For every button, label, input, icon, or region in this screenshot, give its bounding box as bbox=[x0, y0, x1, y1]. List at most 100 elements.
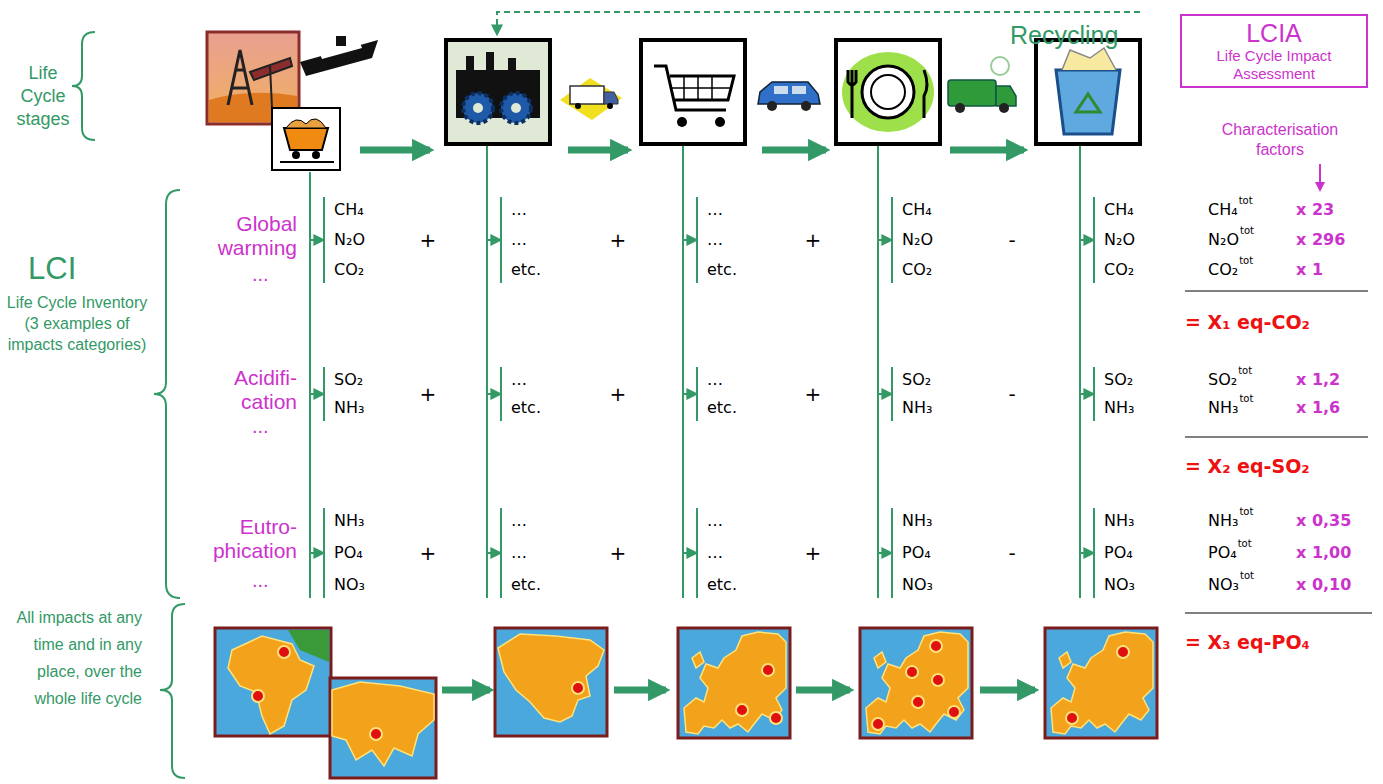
inventory-line bbox=[1093, 367, 1095, 421]
emission: NO₃ bbox=[1104, 575, 1135, 594]
operator: + bbox=[805, 541, 822, 565]
operator: + bbox=[420, 541, 437, 565]
characterisation-factor: x 1,00 bbox=[1296, 543, 1351, 562]
emission: … bbox=[511, 370, 527, 389]
superscript: tot bbox=[1239, 393, 1253, 405]
result: = X₃ eq-PO₄ bbox=[1185, 631, 1310, 654]
map-north-america bbox=[495, 628, 607, 736]
inventory-line bbox=[487, 552, 500, 554]
inventory-line bbox=[323, 508, 325, 598]
characterisation-factor: x 296 bbox=[1296, 230, 1345, 249]
substance: CH₄ bbox=[1208, 200, 1238, 219]
operator: + bbox=[805, 382, 822, 406]
category-label: Acidifi-cation bbox=[207, 366, 297, 414]
category-label: Eutro-phication bbox=[180, 515, 297, 563]
inventory-line bbox=[696, 367, 698, 421]
emission: NH₃ bbox=[902, 511, 932, 530]
characterisation-factor: x 1,2 bbox=[1296, 370, 1340, 389]
operator: + bbox=[420, 382, 437, 406]
map-asia bbox=[330, 678, 436, 778]
operator: + bbox=[805, 228, 822, 252]
substance: PO₄ bbox=[1208, 543, 1237, 562]
inventory-line bbox=[1080, 239, 1093, 241]
substance: CO₂ bbox=[1208, 260, 1238, 279]
emission: etc. bbox=[511, 575, 541, 594]
sum-lines bbox=[1185, 291, 1372, 613]
emission: PO₄ bbox=[334, 543, 363, 562]
operator: - bbox=[1008, 382, 1015, 406]
inventory-line bbox=[500, 508, 502, 598]
stage-arrows bbox=[360, 150, 1035, 690]
inventory-line bbox=[878, 552, 891, 554]
characterisation-factor: x 0,35 bbox=[1296, 511, 1351, 530]
map-africa bbox=[215, 628, 331, 736]
characterisation-factor: x 0,10 bbox=[1296, 575, 1351, 594]
superscript: tot bbox=[1238, 538, 1252, 550]
emission: NH₃ bbox=[1104, 511, 1134, 530]
inventory-line bbox=[877, 146, 879, 598]
inventory-line bbox=[310, 239, 323, 241]
inventory-line bbox=[323, 197, 325, 283]
section-note: All impacts at any time and in any place… bbox=[4, 604, 142, 712]
map-europe bbox=[860, 628, 972, 738]
ship-icon bbox=[300, 36, 378, 76]
characterisation-factor: x 23 bbox=[1296, 200, 1334, 219]
inventory-line bbox=[310, 552, 323, 554]
emission: CH₄ bbox=[1104, 200, 1134, 219]
inventory-line bbox=[310, 393, 323, 395]
emission: … bbox=[707, 230, 723, 249]
emission: SO₂ bbox=[902, 370, 931, 389]
emission: NO₃ bbox=[902, 575, 933, 594]
emission: PO₄ bbox=[902, 543, 931, 562]
section-note: Life Cycle Inventory (3 examples of impa… bbox=[3, 292, 151, 355]
emission: N₂O bbox=[902, 230, 933, 249]
inventory-line bbox=[486, 146, 488, 598]
emission: PO₄ bbox=[1104, 543, 1133, 562]
inventory-line bbox=[891, 197, 893, 283]
emission: CO₂ bbox=[902, 260, 932, 279]
map-europe bbox=[1045, 628, 1157, 738]
superscript: tot bbox=[1239, 255, 1253, 267]
emission: N₂O bbox=[1104, 230, 1135, 249]
inventory-line bbox=[1080, 552, 1093, 554]
inventory-lines bbox=[310, 146, 1094, 598]
operator: - bbox=[1008, 541, 1015, 565]
operator: + bbox=[610, 541, 627, 565]
inventory-line bbox=[1093, 508, 1095, 598]
characterisation-factor: x 1,6 bbox=[1296, 398, 1340, 417]
inventory-line bbox=[891, 508, 893, 598]
inventory-line bbox=[891, 367, 893, 421]
superscript: tot bbox=[1239, 195, 1253, 207]
inventory-line bbox=[1093, 197, 1095, 283]
inventory-line bbox=[309, 172, 311, 598]
inventory-line bbox=[500, 367, 502, 421]
ore-cart-icon bbox=[272, 108, 340, 170]
emission: etc. bbox=[707, 398, 737, 417]
section-label: LCI bbox=[28, 250, 76, 287]
note: Characterisation factors bbox=[1200, 120, 1360, 160]
characterisation-factor: x 1 bbox=[1296, 260, 1323, 279]
emission: NO₃ bbox=[334, 575, 365, 594]
emission: … bbox=[707, 200, 723, 219]
substance: NH₃ bbox=[1208, 511, 1238, 530]
emission: … bbox=[511, 230, 527, 249]
inventory-line bbox=[1079, 146, 1081, 598]
superscript: tot bbox=[1240, 225, 1254, 237]
inventory-line bbox=[878, 393, 891, 395]
cart-icon bbox=[641, 40, 745, 144]
inventory-line bbox=[683, 239, 696, 241]
emission: SO₂ bbox=[334, 370, 363, 389]
superscript: tot bbox=[1239, 506, 1253, 518]
emission: CO₂ bbox=[334, 260, 364, 279]
box-heading: LCIA bbox=[1188, 19, 1360, 47]
substance: SO₂ bbox=[1208, 370, 1237, 389]
category-label: Global warming bbox=[177, 212, 297, 260]
emission: … bbox=[511, 543, 527, 562]
emission: … bbox=[511, 511, 527, 530]
emission: … bbox=[707, 370, 723, 389]
recycle-bin-icon bbox=[1036, 40, 1140, 144]
factory-icon bbox=[446, 40, 550, 144]
emission: … bbox=[707, 511, 723, 530]
